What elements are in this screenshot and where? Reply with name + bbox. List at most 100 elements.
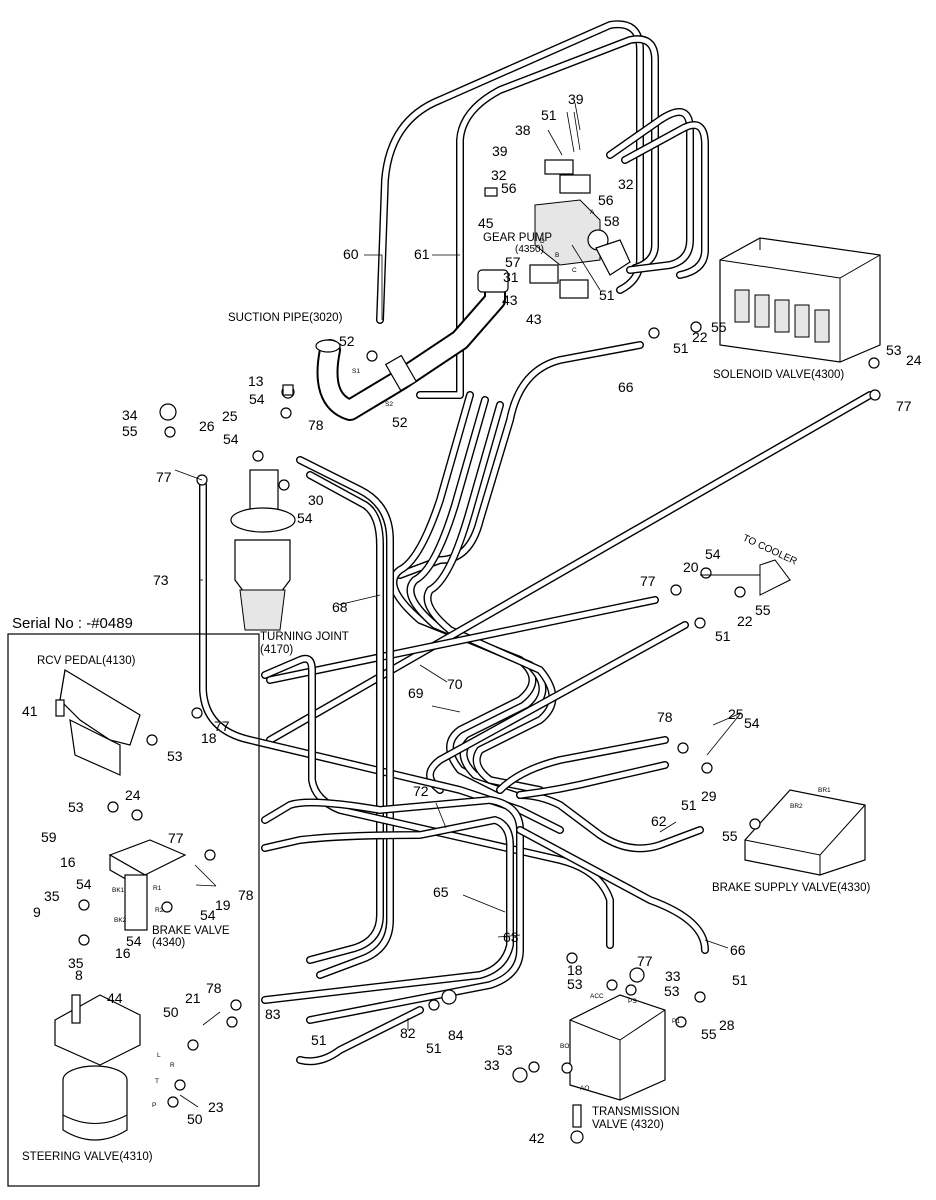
callout: 52 (392, 414, 408, 430)
port-mark-ao: AO (580, 1085, 589, 1092)
callout: 42 (529, 1130, 545, 1146)
callout: 23 (208, 1099, 224, 1115)
callout: 60 (343, 246, 359, 262)
callout: 18 (201, 730, 217, 746)
port-mark-s1: S1 (352, 368, 360, 375)
transmission-valve (569, 994, 666, 1101)
pipe-group (199, 20, 874, 1066)
callout: 82 (400, 1025, 416, 1041)
bolt-42 (572, 1104, 582, 1128)
port-mark-a: A (590, 209, 595, 216)
callout: 53 (886, 342, 902, 358)
callout: 59 (41, 829, 57, 845)
callout: 21 (185, 990, 201, 1006)
callout: 56 (501, 180, 517, 196)
callout: 35 (44, 888, 60, 904)
pipe-pump-bundle (606, 108, 709, 279)
suction-pipe (315, 269, 509, 421)
callout: 29 (701, 788, 717, 804)
callout: 57 (505, 254, 521, 270)
steering-valve-label: STEERING VALVE(4310) (22, 1151, 153, 1163)
callout: 44 (107, 990, 123, 1006)
callout: 51 (311, 1032, 327, 1048)
callout: 31 (503, 269, 519, 285)
port-mark-br2: BR2 (790, 803, 803, 810)
callout: 22 (737, 613, 753, 629)
callout: 51 (599, 287, 615, 303)
solenoid-valve-label: SOLENOID VALVE(4300) (713, 369, 844, 381)
callout: 16 (60, 854, 76, 870)
callout: 51 (541, 107, 557, 123)
callout: 66 (730, 942, 746, 958)
callout: 58 (604, 213, 620, 229)
callout: 69 (408, 685, 424, 701)
callout: 53 (497, 1042, 513, 1058)
turning-joint-label-line2: (4170) (260, 644, 293, 656)
callout: 55 (701, 1026, 717, 1042)
brake-valve (108, 839, 187, 931)
callout: 32 (618, 176, 634, 192)
callout: 54 (76, 876, 92, 892)
callout: 18 (567, 962, 583, 978)
callout: 78 (238, 887, 254, 903)
callout: 32 (491, 167, 507, 183)
pipe-78-brake (496, 736, 669, 799)
pipe-65-63 (261, 796, 524, 1024)
port-mark-bk1: BK1 (112, 887, 125, 894)
to-cooler-arrow (700, 559, 792, 596)
callout: 54 (744, 715, 760, 731)
gear-pump-label-line2: (4350) (515, 244, 544, 255)
callout: 22 (692, 329, 708, 345)
callout: 35 (68, 955, 84, 971)
plug-13 (282, 384, 294, 396)
callout: 83 (265, 1006, 281, 1022)
bolt-44 (71, 994, 81, 1024)
callout: 66 (618, 379, 634, 395)
pipe-61 (416, 35, 659, 399)
callout: 24 (906, 352, 922, 368)
leader-lines (174, 102, 742, 1108)
callout: 56 (598, 192, 614, 208)
callout: 68 (332, 599, 348, 615)
port-mark-d: D (540, 238, 545, 245)
port-mark-bo: BO (560, 1043, 569, 1050)
callout: 72 (413, 783, 429, 799)
callout: 78 (657, 709, 673, 725)
callout: 78 (308, 417, 324, 433)
callout: 50 (187, 1111, 203, 1127)
serial-note: Serial No : -#0489 (12, 615, 133, 632)
callout: 52 (339, 333, 355, 349)
rcv-pedal (59, 669, 141, 776)
callout: 33 (484, 1057, 500, 1073)
brake-valve-label-line1: BRAKE VALVE (152, 925, 230, 937)
port-mark-r2: R2 (155, 907, 164, 914)
callout: 51 (673, 340, 689, 356)
callout: 53 (567, 976, 583, 992)
callout: 77 (214, 718, 230, 734)
callout: 8 (75, 967, 83, 983)
pipe-66-upper (396, 341, 644, 579)
callout: 39 (492, 143, 508, 159)
callout: 55 (722, 828, 738, 844)
callout: 63 (503, 929, 519, 945)
callout: 50 (163, 1004, 179, 1020)
callout: 77 (168, 830, 184, 846)
solenoid-valve (719, 237, 881, 363)
callout: 54 (200, 907, 216, 923)
bolt-41 (55, 699, 65, 717)
turning-joint (230, 469, 296, 631)
callout: 77 (640, 573, 656, 589)
pipe-66-lower (516, 826, 709, 954)
callout: 34 (122, 407, 138, 423)
callout: 30 (308, 492, 324, 508)
suction-pipe-label: SUCTION PIPE(3020) (228, 312, 343, 324)
port-mark-acc: ACC (590, 993, 604, 1000)
callout: 77 (896, 398, 912, 414)
callout: 16 (115, 945, 131, 961)
port-mark-s2: S2 (385, 401, 393, 408)
rcv-pedal-label: RCV PEDAL(4130) (37, 655, 136, 667)
serial-box-frame (7, 633, 260, 1187)
port-mark-b: B (555, 252, 559, 259)
callout: 20 (683, 559, 699, 575)
callout: 53 (68, 799, 84, 815)
